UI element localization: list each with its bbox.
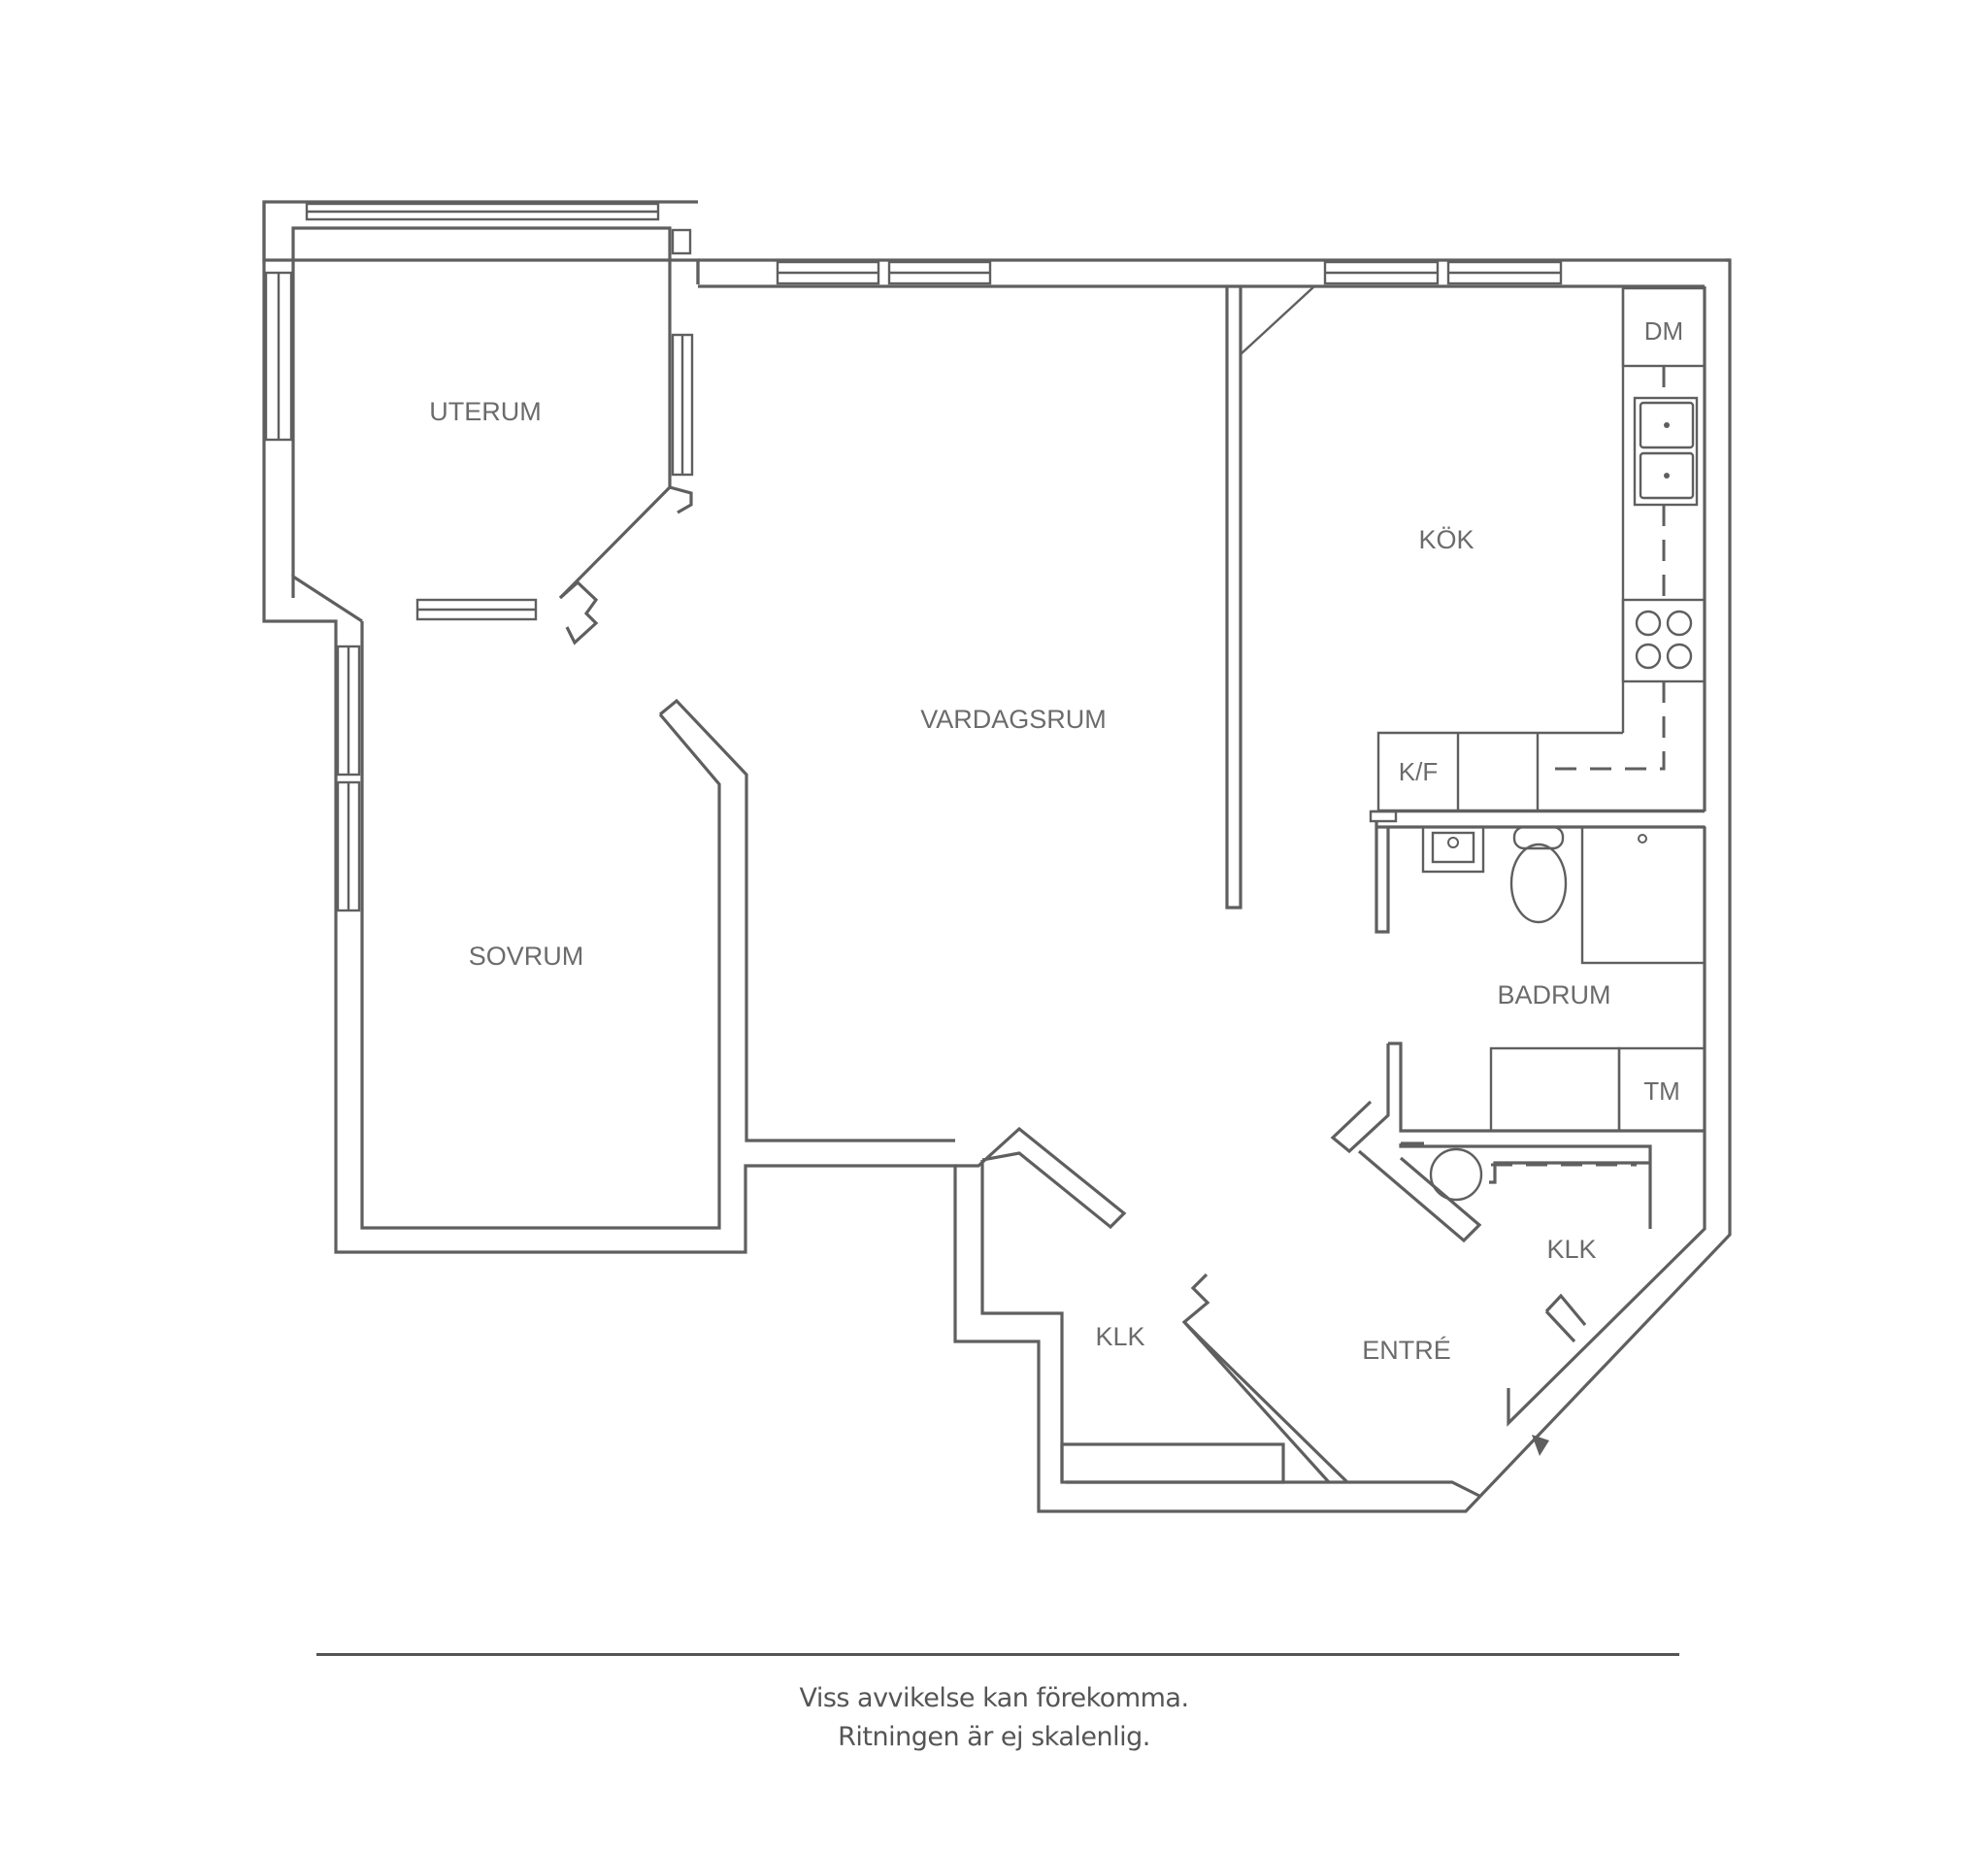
washbasin-icon <box>1421 825 1485 874</box>
label-sovrum: SOVRUM <box>469 942 584 971</box>
footer-divider <box>316 1653 1679 1656</box>
label-klk-west: KLK <box>1095 1322 1144 1351</box>
interior-walls <box>558 285 1705 1484</box>
label-badrum: BADRUM <box>1497 980 1610 1009</box>
washer-cabinet <box>1489 1046 1621 1133</box>
disclaimer-line-2: Ritningen är ej skalenlig. <box>838 1722 1150 1752</box>
label-klk-east: KLK <box>1546 1235 1596 1264</box>
shower-icon <box>1580 825 1706 965</box>
label-dm: DM <box>1644 316 1683 346</box>
windows <box>264 202 1563 912</box>
stove-icon <box>1621 598 1706 683</box>
kitchen-fixtures <box>1369 286 1706 823</box>
label-vardagsrum: VARDAGSRUM <box>920 705 1107 734</box>
entrance-arrow-icon <box>1532 1435 1549 1456</box>
water-heater-icon <box>1429 1147 1483 1202</box>
label-kok: KÖK <box>1418 525 1474 554</box>
bathroom-fixtures <box>1421 825 1706 1133</box>
label-entre: ENTRÉ <box>1362 1336 1451 1365</box>
disclaimer-line-1: Viss avvikelse kan förekomma. <box>799 1683 1189 1713</box>
outer-walls <box>262 200 1732 1513</box>
closet-fixtures <box>1429 1147 1637 1456</box>
label-tm: TM <box>1643 1076 1680 1106</box>
room-labels: UTERUM VARDAGSRUM KÖK SOVRUM BADRUM KLK … <box>429 316 1683 1365</box>
toilet-icon <box>1509 825 1568 924</box>
tm-cabinet <box>1617 1046 1706 1133</box>
label-kf: K/F <box>1399 757 1438 786</box>
label-uterum: UTERUM <box>429 397 542 426</box>
sink-icon <box>1633 396 1699 507</box>
